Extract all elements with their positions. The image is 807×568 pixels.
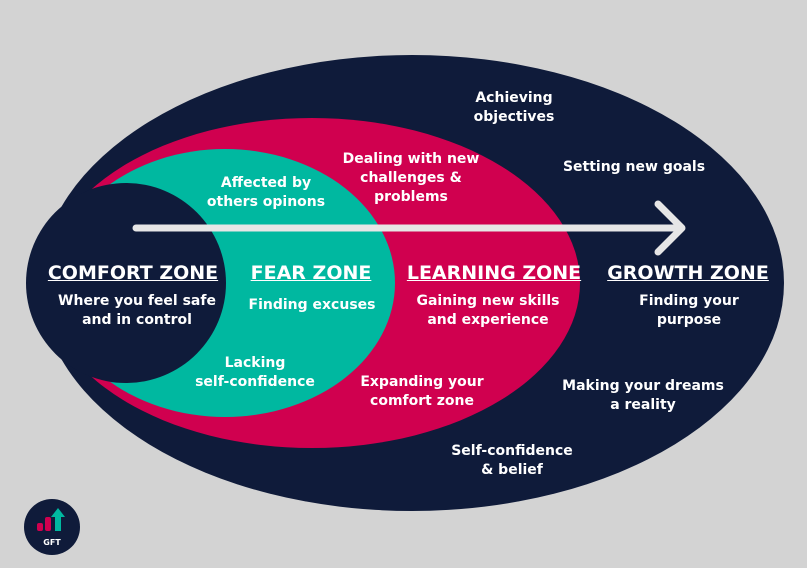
fear-zone-subtitle: Finding excuses [248, 297, 376, 313]
label-lacking-self-confidence: Lacking self-confidence [195, 355, 315, 390]
label-making-dreams-reality: Making your dreams a reality [562, 378, 724, 413]
comfort-zone-subtitle: Where you feel safe and in control [58, 293, 216, 328]
label-expanding-comfort-zone: Expanding your comfort zone [360, 374, 484, 409]
label-self-confidence-belief: Self-confidence & belief [451, 443, 573, 478]
logo-text: GFT [43, 538, 61, 547]
fear-zone-title: FEAR ZONE [250, 262, 372, 284]
label-dealing-with-challenges: Dealing with new challenges & problems [342, 151, 480, 205]
growth-zone-subtitle: Finding your purpose [639, 293, 739, 328]
learning-zone-title: LEARNING ZONE [406, 262, 582, 284]
comfort-zone-ellipse [26, 183, 226, 383]
gft-logo: GFT [24, 499, 80, 555]
label-setting-new-goals: Setting new goals [562, 159, 706, 175]
label-achieving-objectives: Achieving objectives [473, 90, 555, 125]
learning-zone-subtitle: Gaining new skills and experience [416, 293, 560, 328]
label-affected-by-opinions: Affected by others opinons [206, 175, 326, 210]
progress-arrow [132, 200, 686, 256]
comfort-zone-title: COMFORT ZONE [47, 262, 219, 284]
growth-zone-title: GROWTH ZONE [607, 262, 769, 284]
